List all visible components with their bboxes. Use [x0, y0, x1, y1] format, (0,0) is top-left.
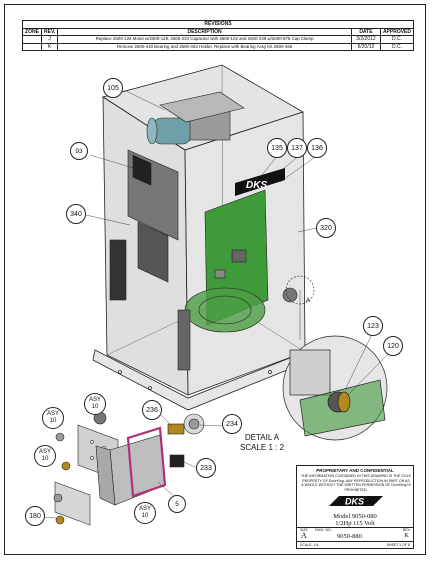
callout-93: 93	[70, 142, 88, 160]
callout-233: 233	[196, 458, 216, 478]
callout-136: 136	[307, 138, 327, 158]
callout-340: 340	[66, 204, 86, 224]
callout-180: 180	[25, 506, 45, 526]
size-label: SIZE	[300, 528, 308, 532]
callout-236: 236	[142, 400, 162, 420]
scale-label: SCALE: 1:8	[300, 543, 319, 547]
leader-lines	[43, 89, 393, 519]
exploded-parts	[53, 411, 205, 526]
drawing-number: 9050-880	[337, 533, 362, 540]
title-block: PROPRIETARY AND CONFIDENTIAL THE INFORMA…	[296, 465, 414, 549]
svg-text:DKS: DKS	[345, 497, 364, 507]
size-value: A	[301, 531, 307, 540]
rev-value: K	[404, 532, 409, 539]
callout-5: 5	[168, 495, 186, 513]
revisions-table: REVISIONS ZONE REV. DESCRIPTION DATE APP…	[22, 20, 415, 51]
callout-234: 234	[222, 414, 242, 434]
svg-text:DKS: DKS	[246, 180, 267, 191]
callout-120: 120	[383, 336, 403, 356]
dks-logo: DKS	[329, 496, 383, 507]
motor	[146, 91, 245, 145]
callout-123: 123	[363, 316, 383, 336]
drive-wheel	[177, 287, 298, 371]
model-info: Model 9050-080 1/2Hp 115 Volt	[333, 513, 377, 527]
title-row-divider	[297, 527, 413, 528]
dks-housing-logo: DKS	[235, 168, 285, 196]
detail-a-label: DETAIL A SCALE 1 : 2	[240, 433, 285, 452]
detail-a-view	[282, 290, 388, 441]
title-row-divider	[297, 541, 413, 542]
rev-label: REV	[402, 528, 410, 532]
callout-135: 135	[267, 138, 287, 158]
detail-marker-letter: A	[306, 298, 310, 304]
proprietary-title: PROPRIETARY AND CONFIDENTIAL	[316, 468, 394, 473]
callout-320: 320	[316, 218, 336, 238]
control-box	[109, 149, 179, 301]
dwg-label: DWG. NO.	[315, 528, 332, 532]
callout-105: 105	[103, 78, 123, 98]
revision-row: K Remove 2600-440 Bearing and 2600-453 H…	[22, 42, 415, 51]
sheet-border	[4, 4, 426, 555]
sheet-label: SHEET 1 OF 8	[386, 543, 410, 547]
callout-137: 137	[287, 138, 307, 158]
proprietary-notice: THE INFORMATION CONTAINED IN THIS DRAWIN…	[301, 474, 412, 492]
